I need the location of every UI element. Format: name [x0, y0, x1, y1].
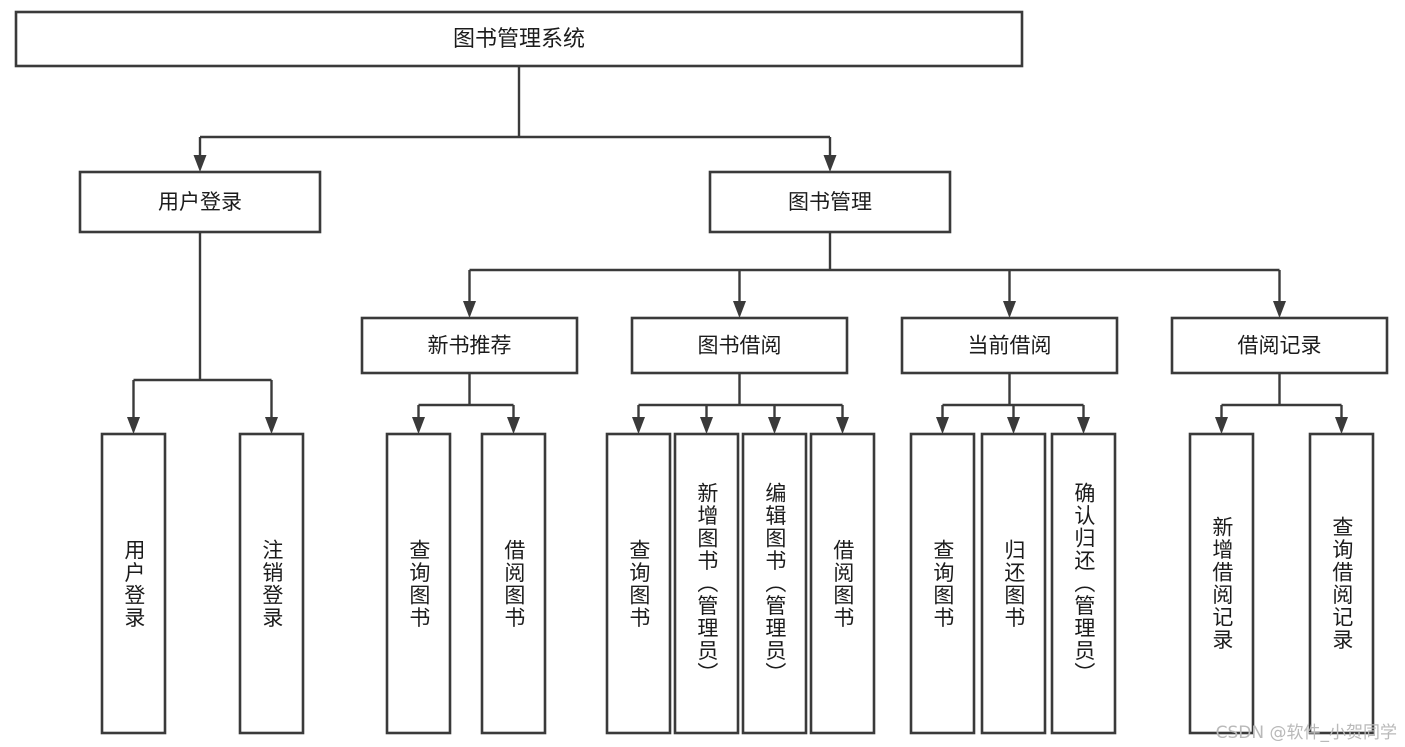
node-box-leaf-confirm-return: [1050, 432, 1117, 735]
node-box-leaf-query-record: [1308, 432, 1375, 735]
arrow-head-leaf-edit-book: [768, 417, 781, 434]
node-leaf-borrow-book-1[interactable]: [480, 432, 547, 735]
arrow-head-leaf-borrow-book-2: [836, 417, 849, 434]
node-leaf-query-book-3[interactable]: [909, 432, 976, 735]
node-box-leaf-add-record: [1188, 432, 1255, 735]
node-label-book-borrow: 图书借阅: [698, 334, 782, 358]
node-box-leaf-add-book: [673, 432, 740, 735]
node-box-user-login: [78, 170, 322, 234]
arrow-head-leaf-user-login: [127, 417, 140, 434]
node-label-new-book-rec: 新书推荐: [428, 334, 512, 358]
node-box-leaf-query-book-2: [605, 432, 672, 735]
arrow-head-leaf-add-book: [700, 417, 713, 434]
node-leaf-query-book-2[interactable]: [605, 432, 672, 735]
arrow-head-current-borrow: [1003, 301, 1016, 318]
node-box-new-book-rec: [360, 316, 579, 375]
edge-layer: [127, 66, 1348, 434]
arrow-head-leaf-confirm-return: [1077, 417, 1090, 434]
node-leaf-borrow-book-2[interactable]: [809, 432, 876, 735]
arrow-head-leaf-query-book-2: [632, 417, 645, 434]
node-label-book-manage: 图书管理: [788, 190, 872, 214]
arrow-head-new-book-rec: [463, 301, 476, 318]
node-label-current-borrow: 当前借阅: [968, 334, 1052, 358]
node-leaf-add-record[interactable]: [1188, 432, 1255, 735]
node-label-root: 图书管理系统: [453, 27, 585, 52]
arrow-head-leaf-query-book-3: [936, 417, 949, 434]
node-leaf-logout[interactable]: [238, 432, 305, 735]
arrow-head-book-manage: [823, 155, 837, 172]
node-box-leaf-query-book-3: [909, 432, 976, 735]
node-new-book-rec[interactable]: 新书推荐: [360, 316, 579, 375]
node-leaf-query-record[interactable]: [1308, 432, 1375, 735]
arrow-head-book-borrow: [733, 301, 746, 318]
node-current-borrow[interactable]: 当前借阅: [900, 316, 1119, 375]
node-label-borrow-record: 借阅记录: [1238, 334, 1322, 358]
node-leaf-confirm-return[interactable]: [1050, 432, 1117, 735]
node-book-manage[interactable]: 图书管理: [708, 170, 952, 234]
arrow-head-leaf-add-record: [1215, 417, 1228, 434]
node-box-current-borrow: [900, 316, 1119, 375]
node-user-login[interactable]: 用户登录: [78, 170, 322, 234]
node-leaf-add-book[interactable]: [673, 432, 740, 735]
node-box-leaf-borrow-book-2: [809, 432, 876, 735]
arrow-head-borrow-record: [1273, 301, 1286, 318]
node-box-leaf-borrow-book-1: [480, 432, 547, 735]
node-leaf-query-book-1[interactable]: [385, 432, 452, 735]
node-book-borrow[interactable]: 图书借阅: [630, 316, 849, 375]
node-box-leaf-user-login: [100, 432, 167, 735]
node-root[interactable]: 图书管理系统: [14, 10, 1024, 68]
arrow-head-leaf-logout: [265, 417, 278, 434]
node-box-leaf-return-book: [980, 432, 1047, 735]
node-box-borrow-record: [1170, 316, 1389, 375]
node-leaf-user-login[interactable]: [100, 432, 167, 735]
node-box-root: [14, 10, 1024, 68]
arrow-head-leaf-return-book: [1007, 417, 1020, 434]
node-borrow-record[interactable]: 借阅记录: [1170, 316, 1389, 375]
node-leaf-edit-book[interactable]: [741, 432, 808, 735]
node-label-user-login: 用户登录: [158, 190, 242, 214]
arrow-head-leaf-query-book-1: [412, 417, 425, 434]
arrow-head-user-login: [193, 155, 207, 172]
node-box-book-borrow: [630, 316, 849, 375]
arrow-head-leaf-query-record: [1335, 417, 1348, 434]
node-leaf-return-book[interactable]: [980, 432, 1047, 735]
node-box-leaf-query-book-1: [385, 432, 452, 735]
node-box-leaf-logout: [238, 432, 305, 735]
node-box-leaf-edit-book: [741, 432, 808, 735]
node-box-book-manage: [708, 170, 952, 234]
arrow-head-leaf-borrow-book-1: [507, 417, 520, 434]
